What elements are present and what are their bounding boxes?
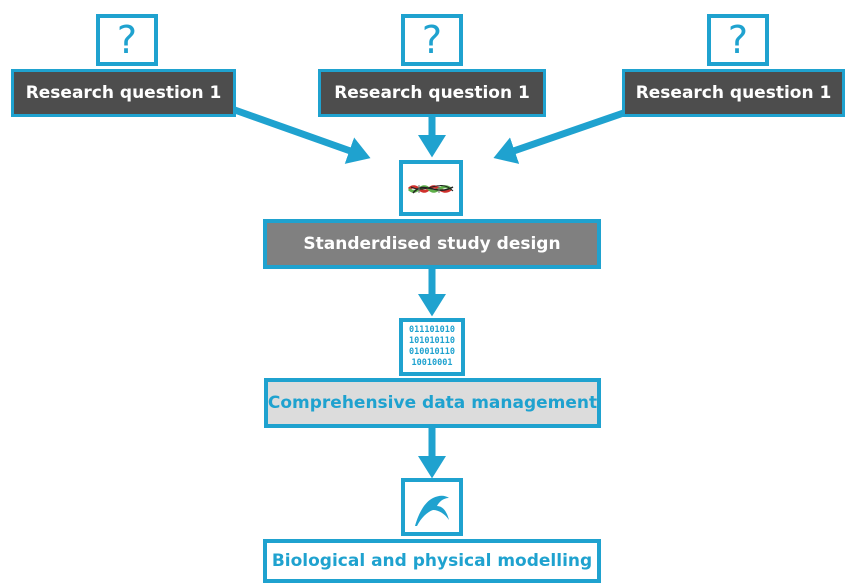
- modelling-curve-icon: [401, 478, 463, 536]
- modelling-box: Biological and physical modelling: [263, 539, 601, 583]
- question-icon: ?: [707, 14, 769, 66]
- research-question-box: Research question 1: [318, 69, 546, 117]
- research-question-box: Research question 1: [11, 69, 236, 117]
- arrow-q3-to-design: [493, 105, 637, 164]
- research-question-box: Research question 1: [622, 69, 845, 117]
- arrow-q1-to-design: [230, 105, 371, 164]
- dna-helix-icon: [399, 160, 463, 216]
- binary-lines: 011101010 101010110 010010110 10010001: [408, 325, 456, 368]
- question-icon: ?: [96, 14, 158, 66]
- binary-data-icon: 011101010 101010110 010010110 10010001: [399, 318, 465, 376]
- question-icon: ?: [401, 14, 463, 66]
- data-management-box: Comprehensive data management: [264, 378, 601, 428]
- study-design-box: Standerdised study design: [263, 219, 601, 269]
